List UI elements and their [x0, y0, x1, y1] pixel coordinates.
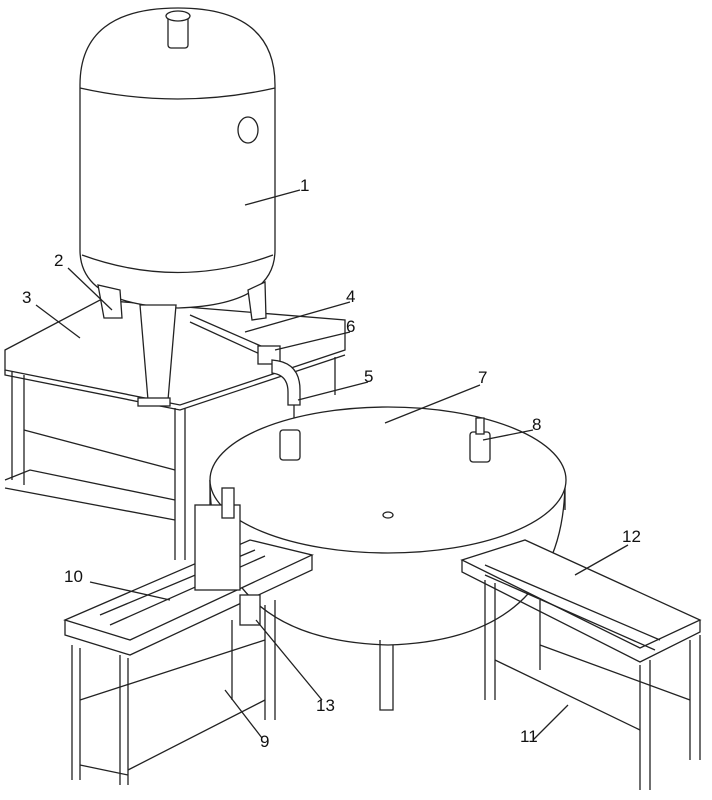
label-13: 13: [316, 696, 335, 715]
tank: [79, 7, 276, 407]
label-6: 6: [346, 317, 356, 336]
label-9: 9: [260, 732, 270, 751]
label-3: 3: [22, 288, 32, 307]
turntable: [209, 406, 567, 711]
support-table: [4, 299, 346, 560]
label-11: 11: [520, 727, 538, 746]
label-12: 12: [622, 527, 641, 546]
leader-lines: [35, 189, 629, 741]
left-conveyor: [63, 487, 314, 785]
right-conveyor: [460, 539, 702, 790]
label-8: 8: [532, 415, 542, 434]
label-2: 2: [54, 251, 64, 270]
label-10: 10: [64, 567, 83, 586]
label-1: 1: [300, 176, 310, 195]
label-7: 7: [478, 368, 488, 387]
label-4: 4: [346, 287, 356, 306]
label-5: 5: [364, 367, 374, 386]
